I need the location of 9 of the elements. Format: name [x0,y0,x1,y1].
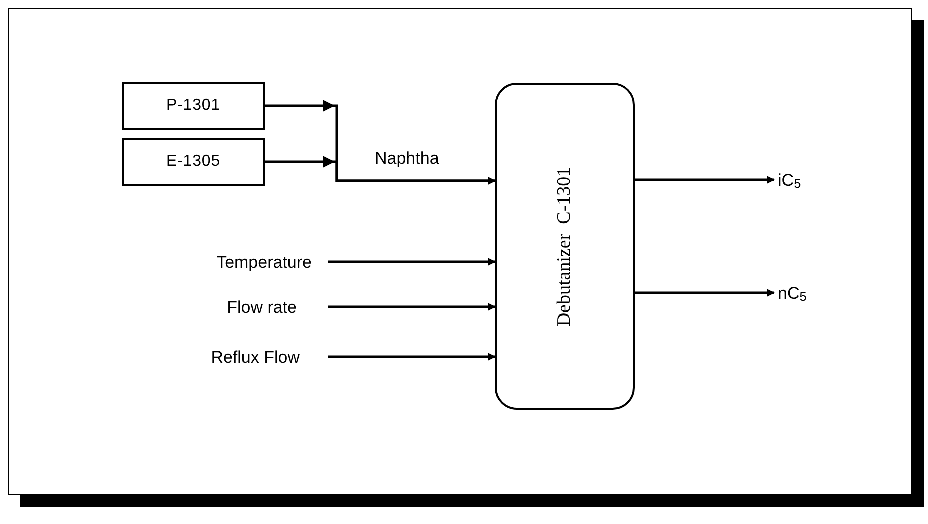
stream-label: nC$_{5}$ [778,280,828,308]
process-box: P-1301 [122,82,265,130]
column-box: Debutanizer C-1301 [495,83,635,410]
stream-label: Flow rate [130,295,297,321]
process-box: E-1305 [122,138,265,186]
stream-label: iC$_{5}$ [778,167,828,195]
stream-label: Temperature [130,250,312,276]
stream-label: Reflux Flow [130,345,300,371]
edge-label: Naphtha [375,148,440,170]
